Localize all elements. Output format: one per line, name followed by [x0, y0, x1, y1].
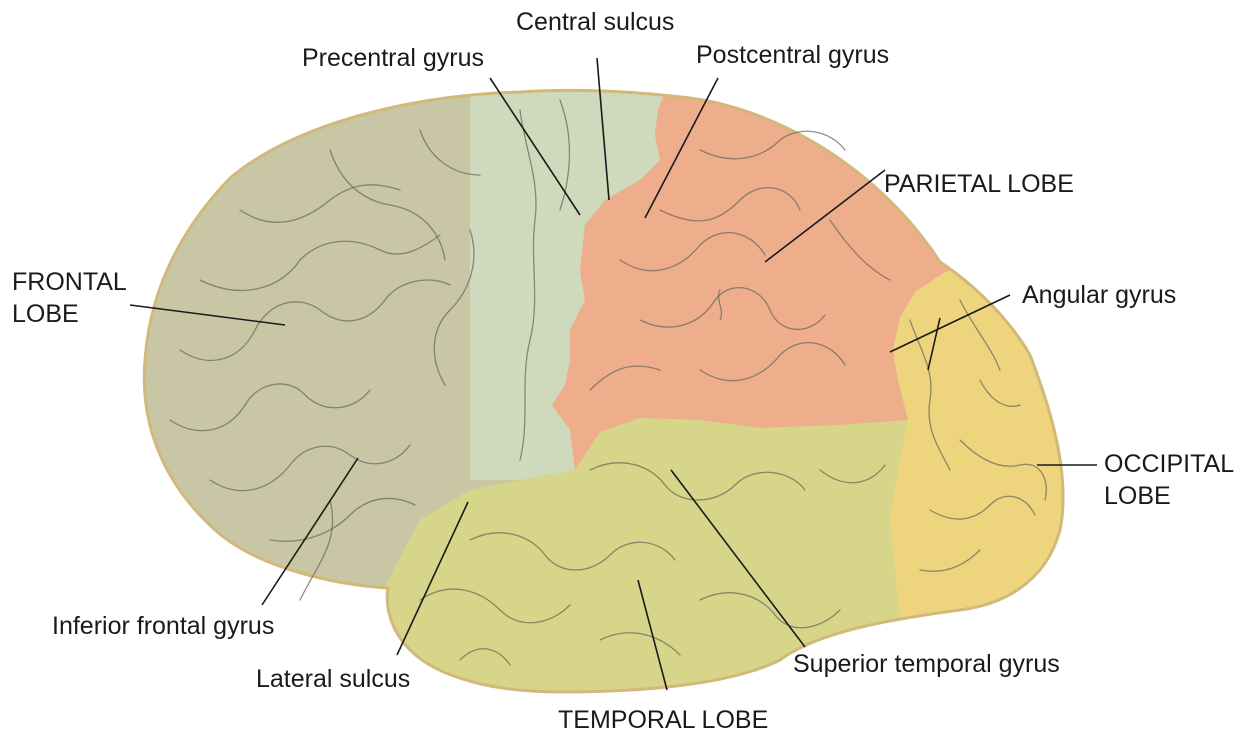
label-temporal-lobe: TEMPORAL LOBE: [558, 706, 768, 731]
label-parietal-lobe: PARIETAL LOBE: [884, 170, 1074, 198]
label-central-sulcus: Central sulcus: [516, 8, 674, 36]
label-frontal-lobe-line1: FRONTAL: [12, 268, 127, 296]
label-occipital-lobe-line2: LOBE: [1104, 482, 1171, 510]
label-occipital-lobe-line1: OCCIPITAL: [1104, 450, 1234, 478]
label-superior-temporal-gyrus: Superior temporal gyrus: [793, 650, 1060, 678]
label-postcentral-gyrus: Postcentral gyrus: [696, 41, 889, 69]
label-lateral-sulcus: Lateral sulcus: [256, 665, 410, 693]
label-precentral-gyrus: Precentral gyrus: [302, 44, 484, 72]
label-inferior-frontal-gyrus: Inferior frontal gyrus: [52, 612, 274, 640]
label-angular-gyrus: Angular gyrus: [1022, 281, 1176, 309]
label-frontal-lobe-line2: LOBE: [12, 300, 79, 328]
